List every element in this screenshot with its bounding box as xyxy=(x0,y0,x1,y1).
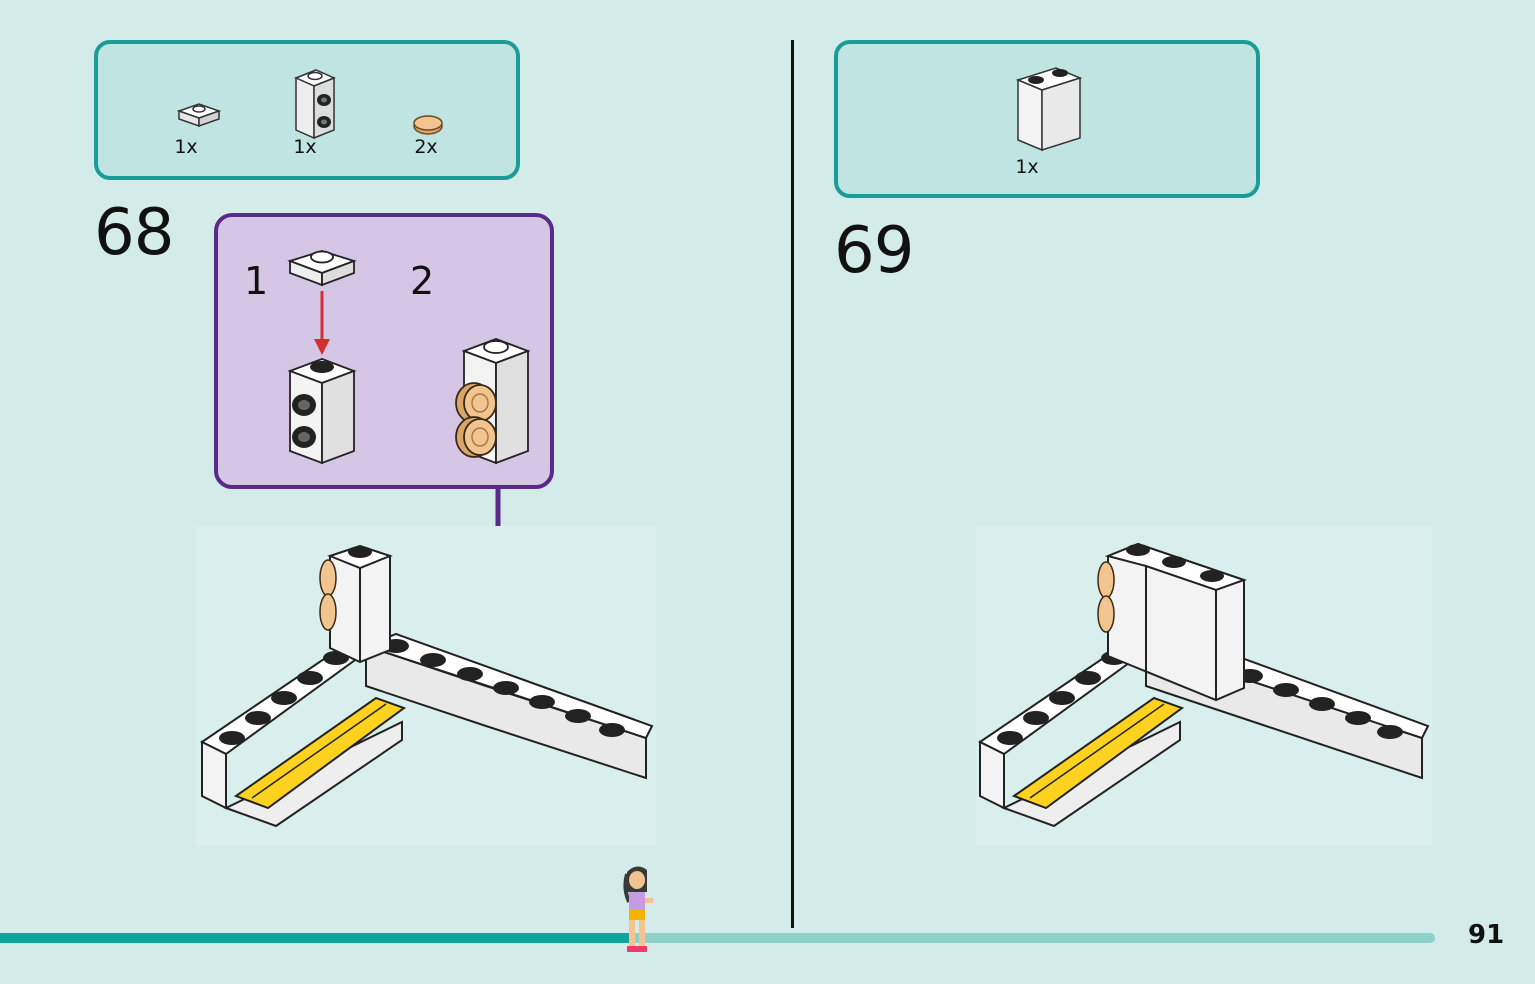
tan-round-tile-icon xyxy=(413,115,443,135)
sub-step-number: 1 xyxy=(244,259,269,303)
part-qty: 1x xyxy=(174,136,198,158)
sub-assembly-box: 1 2 xyxy=(214,213,554,489)
parts-box-step-68: 1x 1x 2x xyxy=(94,40,520,180)
white-plate-1x1-icon xyxy=(176,103,222,128)
progress-fill xyxy=(0,933,632,943)
part-qty: 1x xyxy=(293,136,317,158)
step-68-model-illustration xyxy=(196,526,656,846)
sub-step-number: 2 xyxy=(410,259,435,303)
part-qty: 2x xyxy=(414,136,438,158)
page-number: 91 xyxy=(1468,920,1505,950)
sub-step-2-illustration xyxy=(455,338,531,465)
step-number: 68 xyxy=(94,196,174,270)
parts-box-step-69: 1x xyxy=(834,40,1260,198)
progress-track xyxy=(0,933,1435,943)
minifigure-progress-marker xyxy=(623,866,654,952)
sub-step-1-illustration xyxy=(287,250,357,465)
step-number: 69 xyxy=(834,214,914,288)
step-69-model-illustration xyxy=(976,526,1432,846)
page-divider xyxy=(791,40,794,928)
white-brick-1x2x2-icon xyxy=(1015,67,1083,152)
white-brick-with-holes-icon xyxy=(294,69,336,140)
part-qty: 1x xyxy=(1015,156,1039,178)
